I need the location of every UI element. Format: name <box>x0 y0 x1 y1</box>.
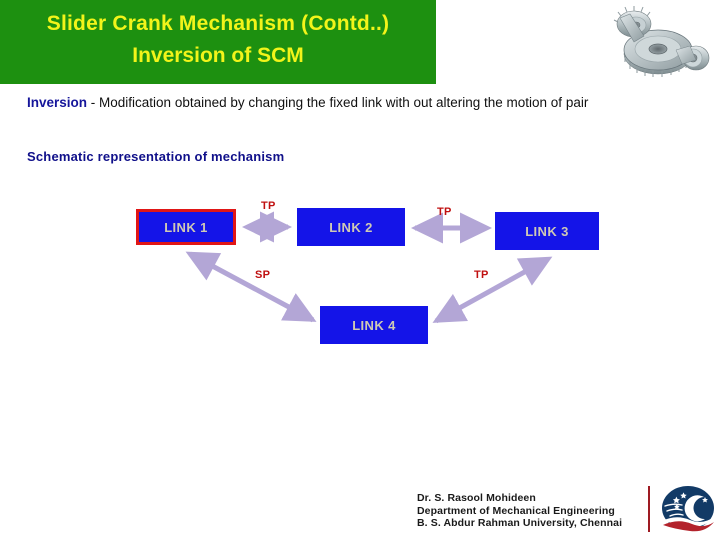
pair-label-tp-link2-link3: TP <box>437 206 452 218</box>
footer-credit: Dr. S. Rasool Mohideen Department of Mec… <box>417 492 622 530</box>
diagram-arrow-layer <box>185 211 553 324</box>
diagram-box-link3[interactable]: LINK 3 <box>495 212 599 250</box>
page-title-primary: Slider Crank Mechanism (Contd..) <box>46 12 390 35</box>
footer-institution: B. S. Abdur Rahman University, Chennai <box>417 517 623 529</box>
diagram-box-link4[interactable]: LINK 4 <box>320 306 428 344</box>
bevel-gears-icon <box>600 2 716 86</box>
definition-text: - Modification obtained by changing the … <box>87 95 589 110</box>
footer-department: Department of Mechanical Engineering <box>417 504 615 517</box>
diagram-box-link1[interactable]: LINK 1 <box>136 209 236 245</box>
pair-label-tp-link3-link4: TP <box>474 269 489 281</box>
pair-label-tp-link1-link2: TP <box>261 200 276 212</box>
crescent-star-university-logo <box>658 483 718 537</box>
footer-author: Dr. S. Rasool Mohideen <box>417 492 536 504</box>
page-title-secondary: Inversion of SCM <box>132 44 304 67</box>
schematic-section-heading: Schematic representation of mechanism <box>27 149 285 164</box>
footer-divider <box>648 486 650 532</box>
header-band <box>0 0 436 84</box>
definition-keyword: Inversion <box>27 95 88 110</box>
pair-label-sp-link1-link4: SP <box>255 269 271 281</box>
definition-paragraph: Inversion - Modification obtained by cha… <box>27 93 639 113</box>
mechanism-block-diagram: LINK 1 LINK 2 LINK 3 LINK 4 TP TP SP TP <box>0 180 720 380</box>
diagram-box-link2[interactable]: LINK 2 <box>297 208 405 246</box>
